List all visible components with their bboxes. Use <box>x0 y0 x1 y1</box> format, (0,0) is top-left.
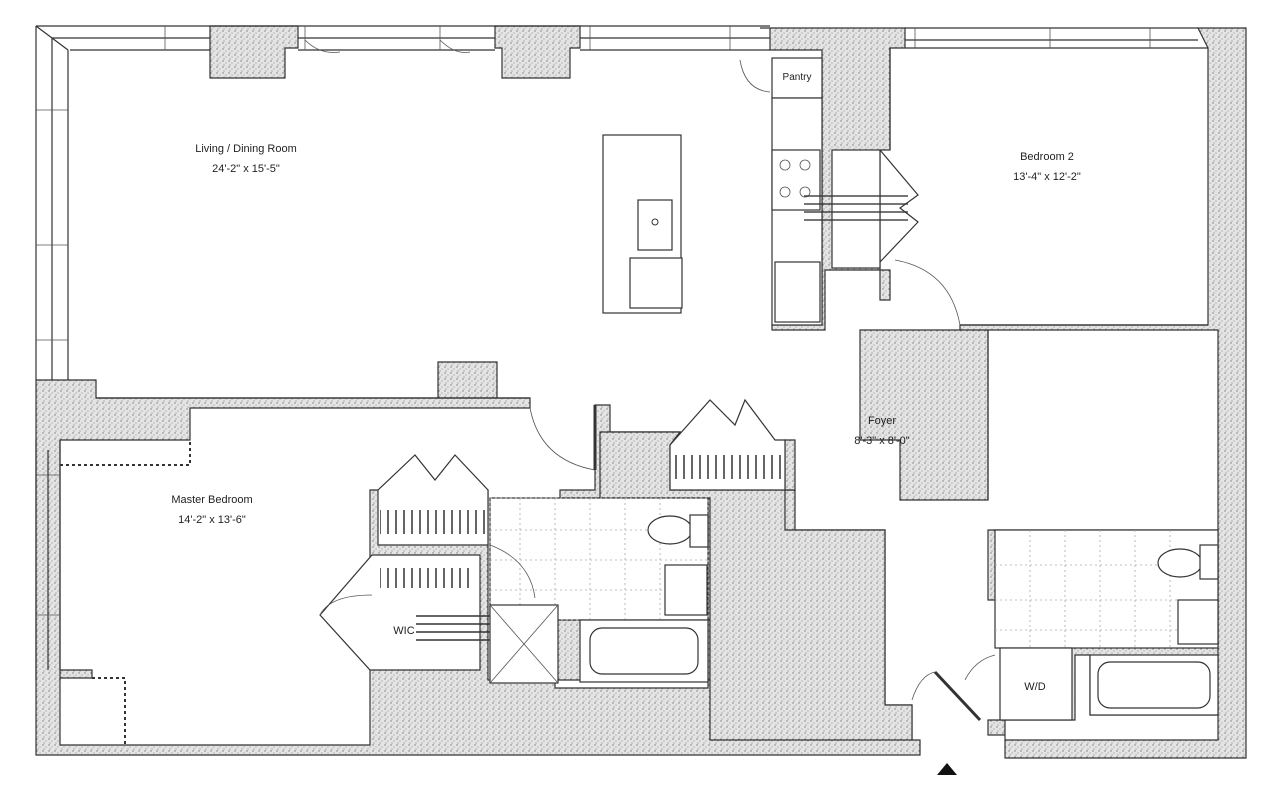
column-top-1 <box>209 25 299 79</box>
bedroom2-dims: 13'-4" x 12'-2" <box>1013 171 1081 183</box>
master-bedroom-name: Master Bedroom <box>171 494 252 506</box>
wd-label: W/D <box>1024 681 1045 693</box>
washer-dryer-box <box>999 647 1073 721</box>
master-bath <box>489 497 709 684</box>
door-swings <box>304 39 996 722</box>
vanity-sink-icon-2 <box>1177 599 1219 645</box>
toilet-icon-2 <box>1157 548 1203 578</box>
foyer-name: Foyer <box>868 415 896 427</box>
exterior-window-wall <box>35 25 1208 680</box>
wic-label: WIC <box>393 625 414 637</box>
dishwasher-icon <box>629 257 683 309</box>
refrigerator-icon <box>774 261 821 323</box>
toilet-icon <box>647 515 693 545</box>
vanity-sink-icon <box>664 564 708 616</box>
kitchen-counter <box>771 57 823 326</box>
pantry-label: Pantry <box>783 72 812 83</box>
soffit-lines <box>60 440 191 745</box>
living-room-dims: 24'-2" x 15'-5" <box>212 163 280 175</box>
kitchen-island <box>602 134 683 314</box>
living-room-name: Living / Dining Room <box>195 143 297 155</box>
foyer-dims: 8'-3" x 8'-0" <box>854 435 910 447</box>
entry-arrow-icon <box>937 763 957 775</box>
pantry-box <box>771 57 823 99</box>
column-mid <box>437 361 498 401</box>
closets <box>319 149 919 671</box>
interior-walls <box>96 48 1208 500</box>
master-bedroom-dims: 14'-2" x 13'-6" <box>178 514 246 526</box>
column-top-2 <box>494 25 581 79</box>
room-labels: Living / Dining Room 24'-2" x 15'-5" Bed… <box>171 72 1081 693</box>
second-bath <box>994 529 1219 721</box>
bedroom2-name: Bedroom 2 <box>1020 151 1074 163</box>
